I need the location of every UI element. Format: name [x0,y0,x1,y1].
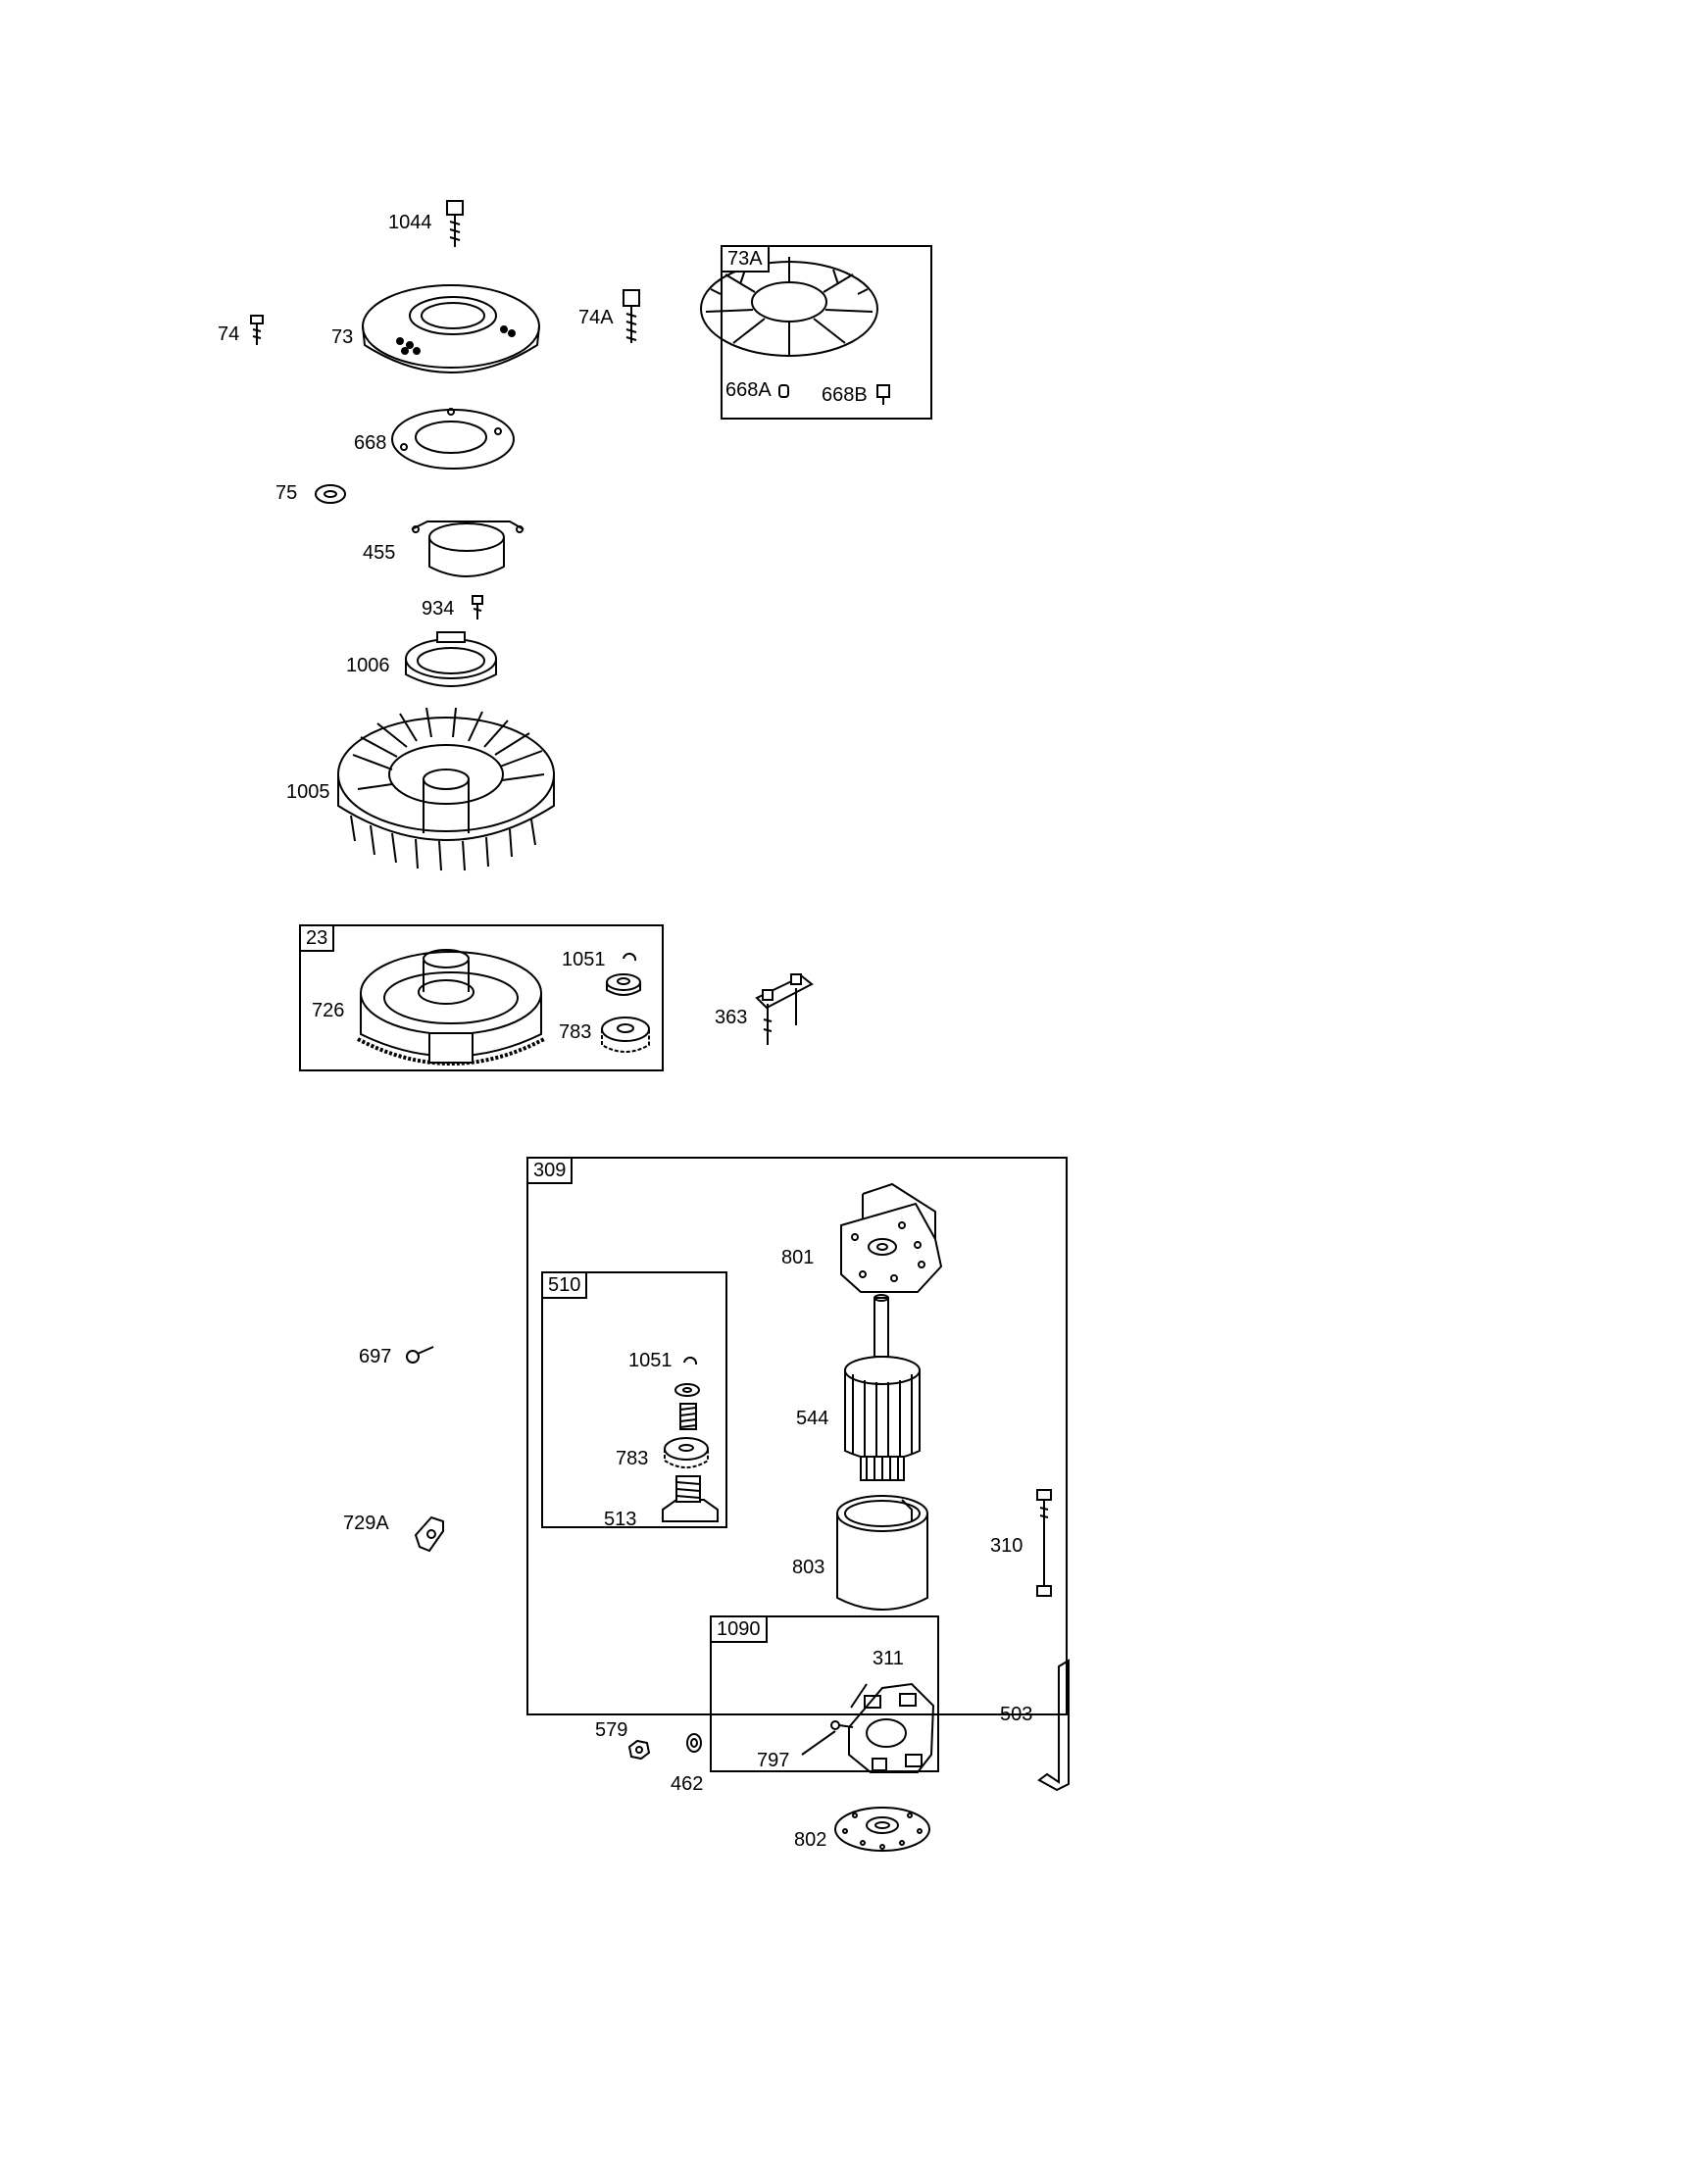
part-74-screw [251,316,263,345]
part-801-end-plate [841,1184,941,1292]
part-75-washer [316,485,345,503]
label-310: 310 [990,1535,1023,1557]
label-462: 462 [671,1773,704,1795]
label-697: 697 [359,1346,392,1367]
part-311-brush-holder [849,1684,933,1772]
part-73-blower-housing-cover [363,285,539,372]
label-503: 503 [1000,1704,1033,1725]
label-74A: 74A [578,307,614,328]
part-579-nut [629,1741,649,1759]
label-455: 455 [363,542,396,564]
part-462-washer [687,1734,701,1752]
label-1006: 1006 [346,655,390,676]
label-783-top: 783 [559,1021,592,1043]
label-801: 801 [781,1247,815,1268]
label-311: 311 [873,1648,904,1669]
label-75: 75 [275,482,298,504]
box-73A-frame [721,245,932,420]
part-726-flywheel [358,950,544,1064]
label-1051-kit: 1051 [628,1350,673,1371]
box-label-309: 309 [526,1157,574,1184]
label-1044: 1044 [388,212,432,233]
label-73: 73 [331,326,354,348]
label-74: 74 [218,323,240,345]
label-803: 803 [792,1557,825,1578]
label-579: 579 [595,1719,628,1741]
part-697-screw [407,1347,433,1363]
label-797: 797 [757,1750,790,1771]
label-729A: 729A [343,1513,389,1534]
label-1051-top: 1051 [562,949,606,970]
part-668-plate [392,409,514,469]
part-73A-screen [701,257,889,405]
label-544: 544 [796,1408,829,1429]
part-797-terminal [831,1721,853,1729]
part-1051-clip-top [624,954,635,961]
box-1090-frame [710,1615,939,1772]
label-363: 363 [715,1007,748,1028]
part-503-strap [1039,1661,1069,1790]
part-74A-bolt [624,290,639,343]
box-label-510: 510 [541,1271,588,1299]
part-513-drive [663,1476,718,1521]
label-726: 726 [312,1000,345,1021]
box-label-23: 23 [299,924,335,952]
part-363-bracket [757,974,812,1045]
part-783-gear-kit [665,1438,708,1467]
part-803-housing [837,1496,927,1610]
box-label-73A: 73A [721,245,770,273]
label-668A: 668A [725,379,772,401]
part-310-bolt [1037,1490,1051,1596]
label-668: 668 [354,432,387,454]
part-783-gear-top [602,1018,649,1052]
part-kit-spring [680,1404,696,1429]
box-23-frame [299,924,664,1071]
label-513: 513 [604,1509,637,1530]
part-934-screw [473,596,482,620]
label-802: 802 [794,1829,827,1851]
label-1005: 1005 [286,781,330,803]
label-934: 934 [422,598,455,620]
part-455-cup [412,521,524,576]
box-510-frame [541,1271,727,1528]
box-309-frame [526,1157,1068,1715]
part-kit-washer [675,1384,699,1396]
part-1044-bolt [447,201,463,247]
part-hub-washer-top [607,974,640,995]
label-783-kit: 783 [616,1448,649,1469]
part-1006-magnet-ring [406,632,496,686]
part-544-armature [845,1295,920,1480]
box-label-1090: 1090 [710,1615,768,1643]
part-802-end-cap [835,1808,929,1851]
label-668B: 668B [822,384,868,406]
part-1005-flywheel-fan [338,708,554,870]
part-729A-clip [416,1517,443,1551]
part-1051-clip-kit [684,1358,696,1365]
